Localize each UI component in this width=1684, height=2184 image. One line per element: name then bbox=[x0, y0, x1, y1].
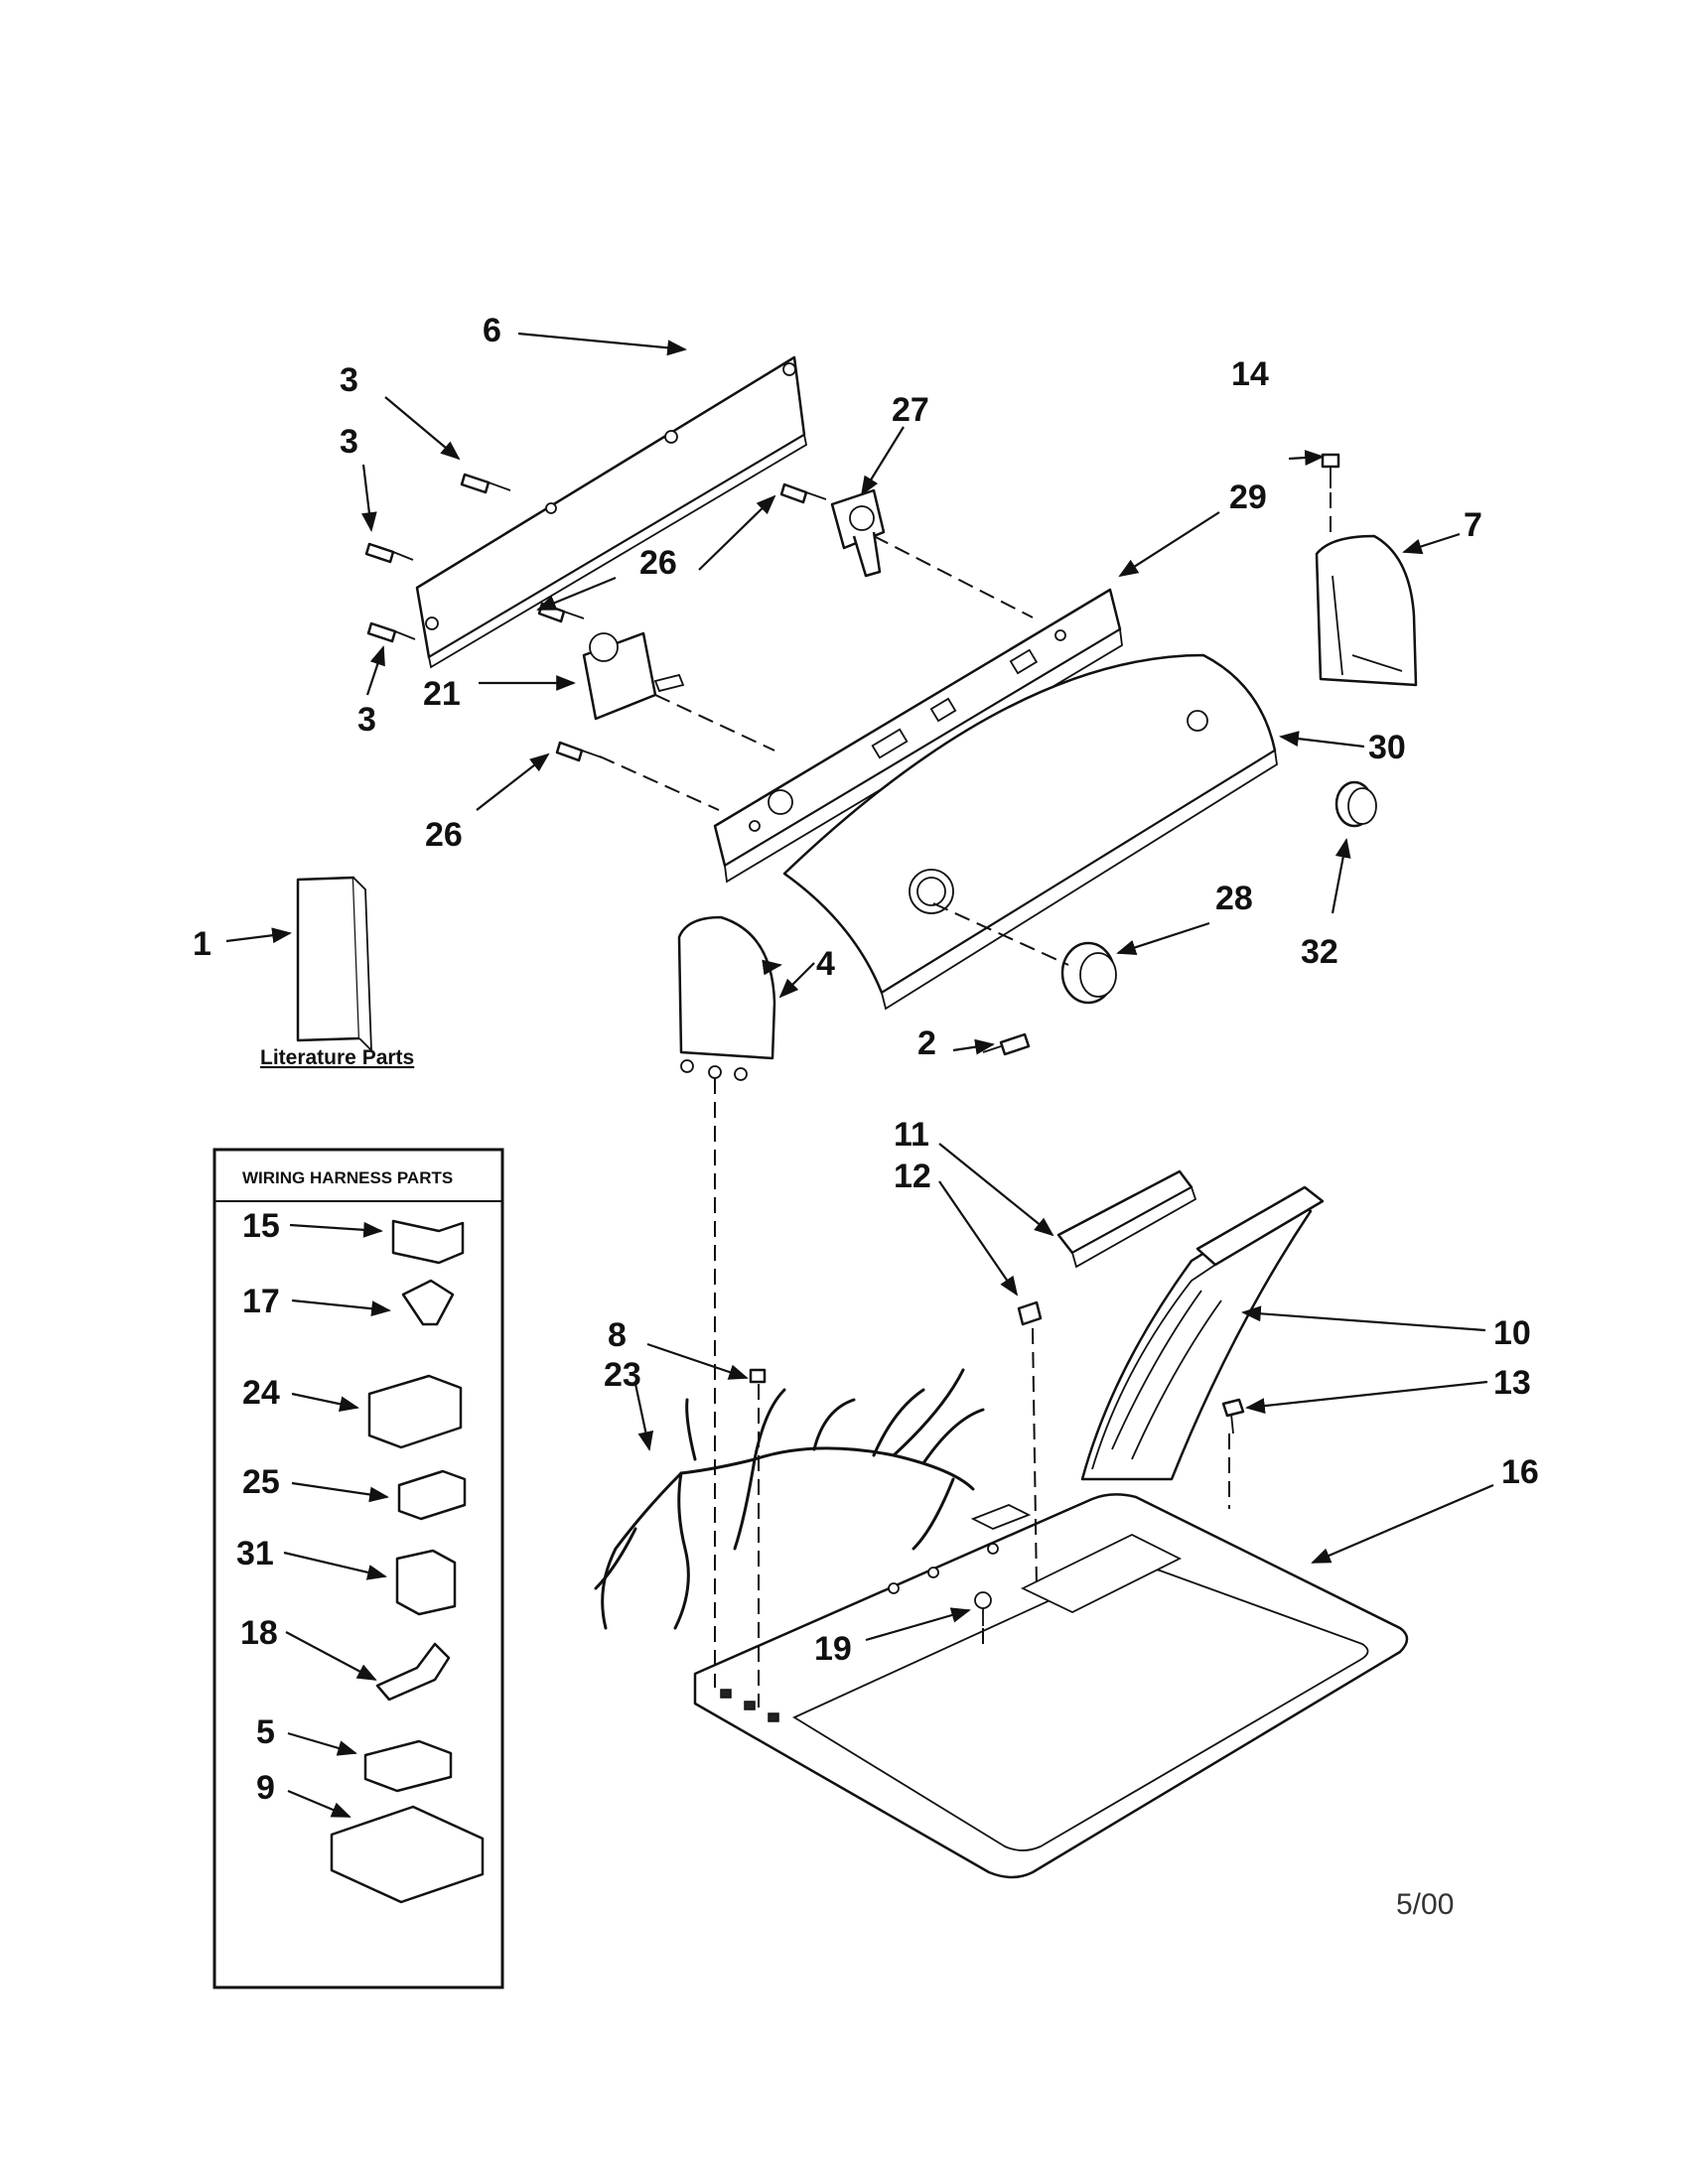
date-code: 5/00 bbox=[1396, 1888, 1454, 1921]
rear-panel-part-6 bbox=[415, 355, 808, 669]
wiring-harness-box bbox=[212, 1148, 504, 1989]
access-cover-part-11 bbox=[1056, 1169, 1197, 1269]
console-panel-part-30 bbox=[782, 653, 1278, 1011]
callout-2: 2 bbox=[917, 1024, 936, 1062]
literature-booklet-part-1 bbox=[296, 876, 372, 1053]
callout-13: 13 bbox=[1493, 1364, 1531, 1402]
knob-part-28 bbox=[1060, 941, 1117, 1005]
callout-3-bottom: 3 bbox=[357, 701, 376, 739]
end-cap-part-7 bbox=[1315, 534, 1418, 687]
assembly-lines bbox=[599, 492, 1332, 1707]
screw-part-14 bbox=[1321, 453, 1340, 488]
end-cap-part-4 bbox=[677, 915, 776, 1081]
control-bracket-part-29 bbox=[713, 588, 1123, 884]
callout-18: 18 bbox=[240, 1614, 278, 1652]
callout-8: 8 bbox=[608, 1316, 627, 1354]
callout-15: 15 bbox=[242, 1207, 280, 1245]
callout-17: 17 bbox=[242, 1283, 280, 1320]
callout-3-top: 3 bbox=[340, 361, 358, 399]
callout-25: 25 bbox=[242, 1463, 280, 1501]
callout-5: 5 bbox=[256, 1713, 275, 1751]
callout-24: 24 bbox=[242, 1374, 280, 1412]
wiring-harness-part-23 bbox=[594, 1368, 985, 1630]
timer-part-21 bbox=[582, 631, 685, 721]
callout-26-top: 26 bbox=[639, 544, 677, 582]
callout-12: 12 bbox=[894, 1158, 931, 1195]
screw-part-19 bbox=[974, 1591, 992, 1626]
callout-19: 19 bbox=[814, 1630, 852, 1668]
callout-30: 30 bbox=[1368, 729, 1406, 766]
callout-4: 4 bbox=[816, 945, 835, 983]
callout-31: 31 bbox=[236, 1535, 274, 1572]
callout-27: 27 bbox=[892, 391, 929, 429]
callout-6: 6 bbox=[483, 312, 501, 349]
callout-29: 29 bbox=[1229, 478, 1267, 516]
hinge-part-12 bbox=[1017, 1300, 1043, 1326]
callout-7: 7 bbox=[1464, 506, 1482, 544]
callout-14: 14 bbox=[1231, 355, 1269, 393]
callout-1: 1 bbox=[193, 925, 211, 963]
callout-9: 9 bbox=[256, 1769, 275, 1807]
knob-part-32 bbox=[1334, 780, 1377, 828]
callout-32: 32 bbox=[1301, 933, 1338, 971]
clip-part-8 bbox=[749, 1368, 767, 1384]
switch-part-27 bbox=[830, 488, 886, 578]
callout-labels: 6 3 3 3 27 29 14 7 26 21 26 30 32 28 4 2… bbox=[193, 312, 1539, 1807]
callout-11: 11 bbox=[894, 1116, 929, 1154]
callout-23: 23 bbox=[604, 1356, 641, 1394]
leader-arrows bbox=[225, 332, 1494, 1642]
wiring-harness-parts-title: WIRING HARNESS PARTS bbox=[242, 1168, 453, 1187]
callout-28: 28 bbox=[1215, 880, 1253, 917]
callout-16: 16 bbox=[1501, 1453, 1539, 1491]
callout-3-middle: 3 bbox=[340, 423, 358, 461]
callout-26-bottom: 26 bbox=[425, 816, 463, 854]
screw-part-3 bbox=[364, 473, 511, 643]
top-panel-part-16 bbox=[693, 1493, 1409, 1879]
callout-21: 21 bbox=[423, 675, 461, 713]
callout-10: 10 bbox=[1493, 1314, 1531, 1352]
literature-parts-label: Literature Parts bbox=[260, 1046, 414, 1069]
lint-door-part-10 bbox=[1080, 1185, 1325, 1481]
screw-part-13 bbox=[1221, 1398, 1245, 1434]
